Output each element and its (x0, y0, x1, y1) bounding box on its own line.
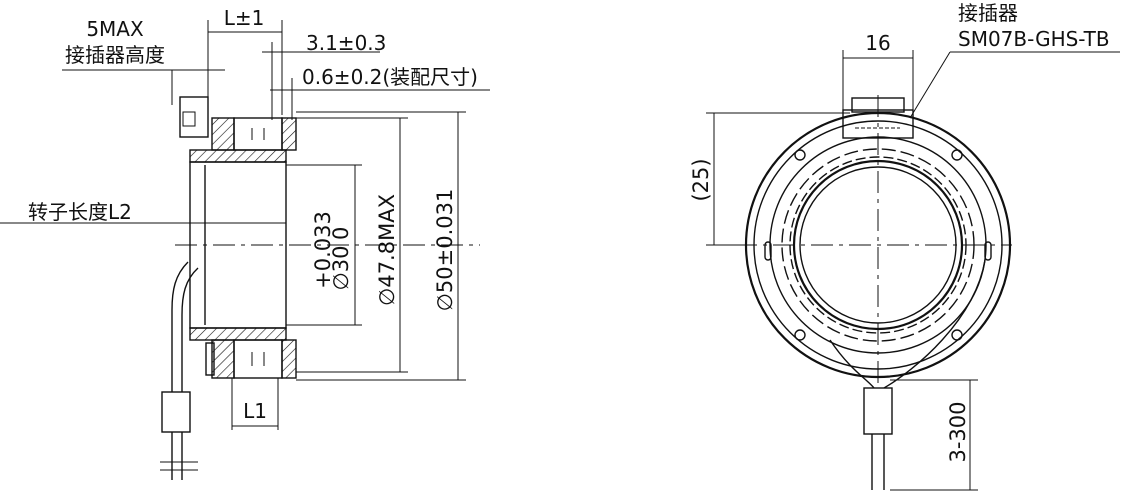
mid-diameter: ∅47.8MAX (375, 194, 399, 306)
dim-a: 3.1±0.3 (306, 31, 386, 55)
cable-length: 3-300 (946, 401, 970, 462)
top-sleeve (189, 149, 287, 163)
side-connector (179, 96, 209, 138)
mount-hole-br (951, 329, 963, 341)
mount-hole-bl (794, 329, 806, 341)
mount-hole-tl (794, 149, 806, 161)
cable-outer (171, 261, 189, 392)
connector-width: 16 (865, 31, 890, 55)
connector-offset: (25) (689, 158, 713, 201)
connector-height-label: 5MAX (86, 17, 144, 41)
dim-b: 0.6±0.2(装配尺寸) (302, 65, 478, 89)
bottom-right-hatch (281, 339, 297, 379)
front-connector-top (851, 97, 905, 113)
side-view: 5MAX 接插器高度 L±1 3.1±0.3 0.6±0.2(装配尺寸) (0, 6, 490, 480)
mount-hole-tr (951, 149, 963, 161)
slot-right (984, 241, 992, 261)
bottom-connector-block (205, 342, 215, 376)
connector-model: SM07B-GHS-TB (958, 27, 1110, 51)
top-right-hatch (281, 117, 297, 151)
inner-tol: +0.033 (311, 211, 335, 289)
l1-label: L1 (243, 399, 267, 423)
bottom-left-hatch (211, 339, 235, 379)
side-connector-pin (182, 111, 196, 127)
front-connector (842, 109, 914, 139)
rotor-length: 转子长度L2 (28, 200, 132, 224)
model-leader (909, 51, 951, 119)
top-stator (233, 117, 283, 151)
length-label: L±1 (224, 6, 265, 30)
cable-sleeve (161, 391, 191, 433)
inner-diameter: ∅30 (329, 245, 353, 290)
bottom-sleeve (189, 327, 287, 341)
wire-right (883, 259, 986, 389)
cable-inner (181, 267, 199, 392)
front-cable-sleeve (863, 387, 893, 435)
connector-height-caption: 接插器高度 (65, 43, 165, 67)
inner-tol-low: 0 (329, 227, 353, 240)
outer-diameter: ∅50±0.031 (433, 189, 457, 312)
top-left-hatch (211, 117, 235, 151)
slot-left (764, 241, 772, 261)
front-view: 接插器 SM07B-GHS-TB 16 (25) (689, 1, 1120, 491)
bottom-stator (233, 339, 283, 379)
wire-left (829, 339, 875, 389)
connector-caption: 接插器 (958, 1, 1018, 25)
